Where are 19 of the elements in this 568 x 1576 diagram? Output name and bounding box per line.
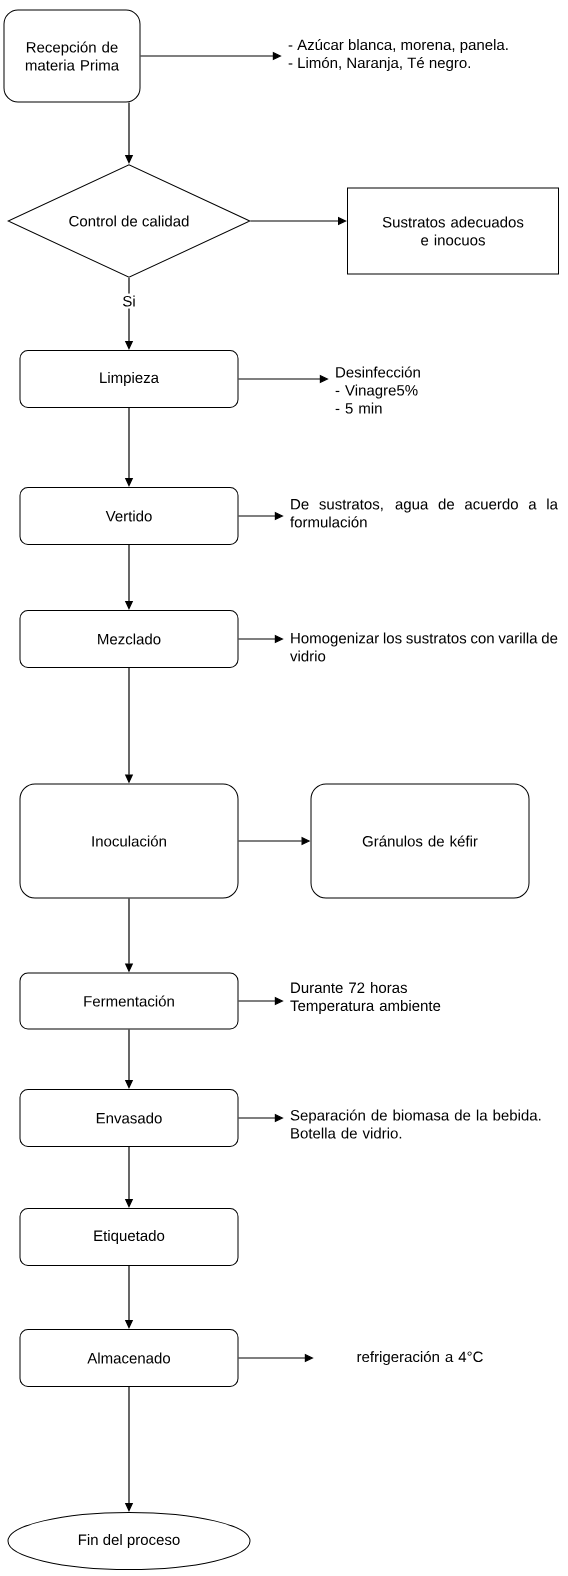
result-box: Sustratos adecuados e inocuos [347,187,559,275]
note-text: - Azúcar blanca, morena, panela. - Limón, Naranja, Té negro. [288,38,508,72]
process-box: Gránulos de kéfir [310,783,530,899]
process-box: Limpieza [19,350,239,408]
process-box: Mezclado [19,610,239,668]
process-box: Inoculación [19,783,239,899]
process-box: Etiquetado [19,1208,239,1266]
note-text: Homogenizar los sustratos con varilla de vidrio [290,632,558,662]
process-box: Almacenado [19,1329,239,1387]
process-box: Vertido [19,487,239,545]
process-box: Fermentación [19,972,239,1030]
note-text: Desinfección - Vinagre5% - 5 min [335,366,420,414]
note-text: Separación de biomasa de la bebida. Botella de vidrio. [290,1109,541,1139]
note-text: refrigeración a 4°C [357,1350,483,1366]
edge-label: Si [120,293,138,309]
process-box: Envasado [19,1089,239,1147]
process-box: Recepción de materia Prima [3,9,141,103]
note-text: De sustratos, agua de acuerdo a la formulación [290,498,558,528]
note-text: Durante 72 horas Temperatura ambiente [290,982,441,1014]
